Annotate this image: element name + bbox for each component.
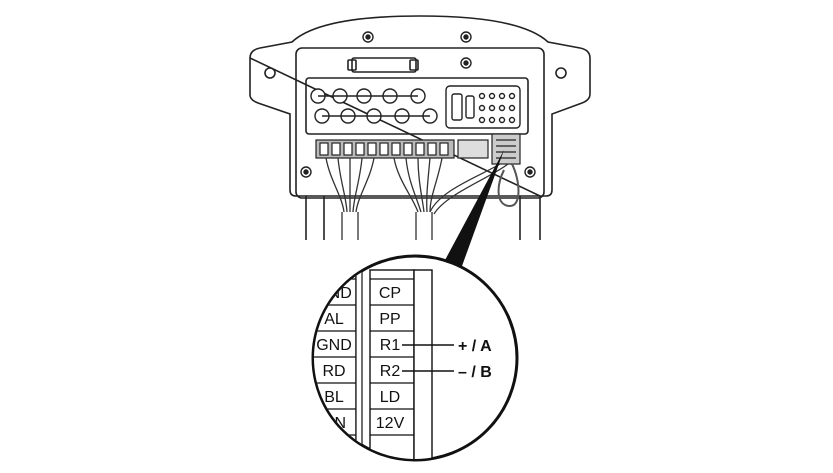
terminal-left-label: AL <box>324 311 344 328</box>
zoom-callout-pointer <box>444 150 504 266</box>
terminal-right-label: LD <box>380 389 400 406</box>
cable-bundle-left <box>325 157 375 240</box>
connection-r1-label: + / A <box>458 338 492 355</box>
terminal-left-label: RD <box>322 363 345 380</box>
connection-r2-label: – / B <box>458 364 492 381</box>
signal-cable-loop <box>497 163 520 208</box>
connector-module <box>445 85 521 129</box>
housing-screws <box>300 31 536 178</box>
connection-r2: – / B <box>402 364 492 381</box>
terminal-right-label: PP <box>379 311 400 328</box>
cable-bundle-right <box>393 157 509 240</box>
cable-gland-row <box>310 88 438 124</box>
main-terminal-strip <box>315 133 521 165</box>
terminal-left-label: GND <box>316 337 352 354</box>
terminal-left-label: BL <box>324 389 344 406</box>
terminal-right-label: CP <box>379 285 401 302</box>
connection-r1: + / A <box>402 338 492 355</box>
terminal-right-label: R1 <box>380 337 401 354</box>
terminal-right-label: R2 <box>380 363 401 380</box>
terminal-left-label: GND <box>316 285 352 302</box>
enclosure-housing <box>249 15 591 240</box>
terminal-right-label: 12V <box>376 415 405 432</box>
